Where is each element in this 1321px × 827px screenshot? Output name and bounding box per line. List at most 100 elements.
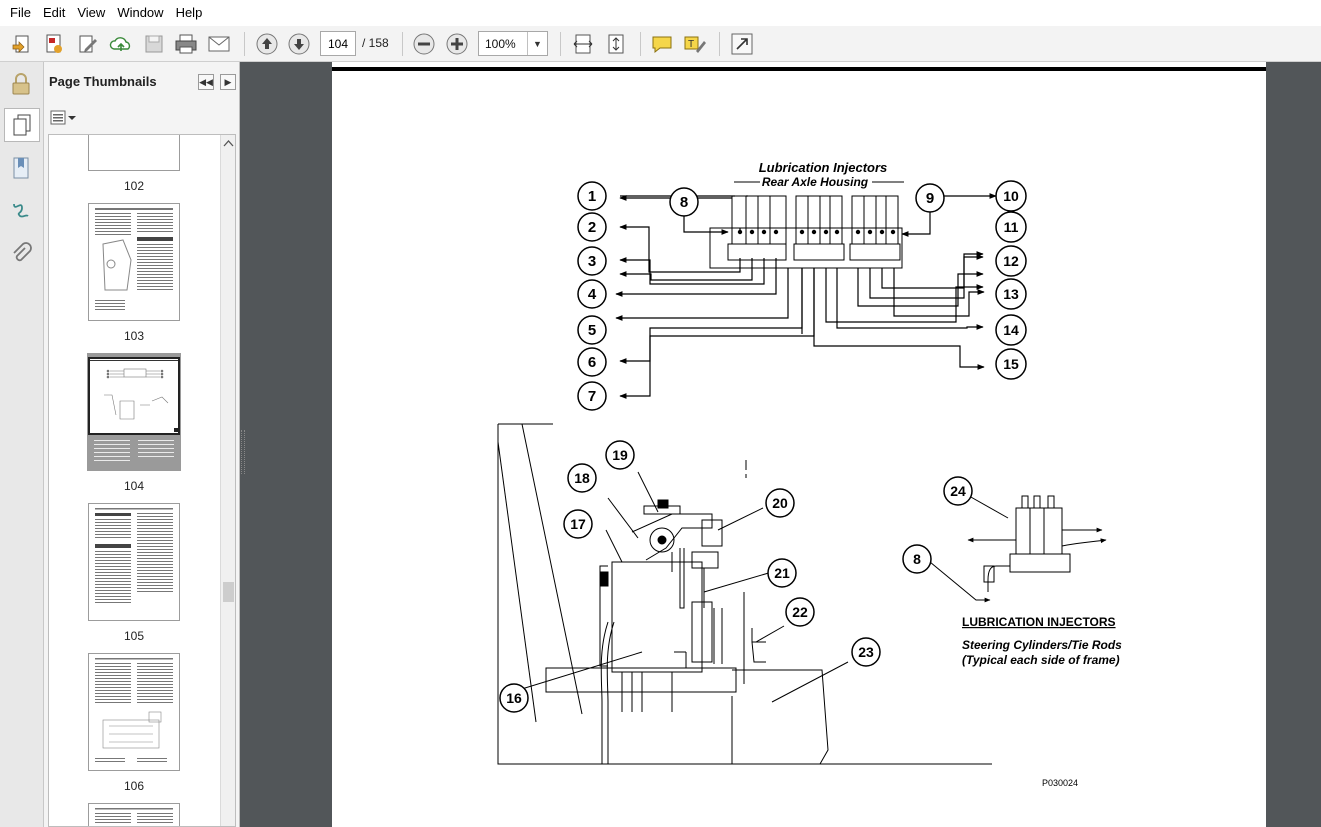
zoom-out-button[interactable]	[410, 30, 438, 58]
injector-caption-line1: Steering Cylinders/Tie Rods	[962, 638, 1122, 652]
fit-page-button[interactable]	[602, 30, 630, 58]
thumbnail-page[interactable]	[88, 503, 180, 621]
collapse-panel-button[interactable]: ◀◀	[198, 74, 214, 90]
bookmarks-button[interactable]	[6, 152, 36, 184]
callout-circle	[915, 183, 945, 213]
page-preview	[95, 208, 173, 310]
navigation-rail	[0, 62, 44, 827]
thumbnail-label: 104	[123, 479, 145, 493]
callout-number: 8	[680, 194, 688, 211]
page-preview	[95, 808, 173, 823]
callout-circle	[577, 181, 607, 211]
callout-number: 7	[588, 388, 596, 405]
zoom-select[interactable]: 100% ▼	[478, 31, 548, 56]
page-preview	[95, 658, 173, 762]
callout-circle	[995, 180, 1027, 212]
thumbnail-page[interactable]	[88, 653, 180, 771]
callout-number: 20	[772, 495, 788, 511]
attachments-button[interactable]	[6, 237, 36, 269]
create-pdf-button[interactable]	[40, 30, 68, 58]
callout-circle	[995, 278, 1027, 310]
create-pdf-icon	[46, 34, 62, 53]
highlight-text-icon: T	[684, 36, 706, 53]
arrow-down-icon	[288, 33, 310, 55]
thumbnail-options-button[interactable]	[50, 110, 78, 128]
print-icon	[175, 34, 197, 54]
fullscreen-button[interactable]	[728, 30, 756, 58]
callouts-lower: 16 17 18 19 20 21 22 23	[499, 440, 881, 713]
callouts-right: 10 11 12 13 14 15	[995, 180, 1027, 380]
chevron-down-icon[interactable]: ▼	[527, 32, 547, 55]
next-page-button[interactable]	[285, 30, 313, 58]
thumbnail-scrollbar[interactable]	[220, 135, 235, 826]
thumbnail-page[interactable]	[88, 803, 180, 826]
thumbnail-label: 106	[123, 779, 145, 793]
callout-number: 13	[1003, 286, 1019, 302]
pages-icon	[13, 114, 31, 136]
callout-circle	[577, 279, 607, 309]
injector-block	[709, 195, 903, 269]
open-file-button[interactable]	[8, 30, 36, 58]
menu-window[interactable]: Window	[117, 5, 164, 20]
fit-width-button[interactable]	[569, 30, 597, 58]
scroll-up-icon[interactable]	[223, 139, 234, 147]
callout-circle	[567, 463, 597, 493]
email-button[interactable]	[205, 30, 233, 58]
highlight-button[interactable]: T	[681, 30, 709, 58]
panel-menu-button[interactable]: ▶	[220, 74, 236, 90]
previous-page-button[interactable]	[253, 30, 281, 58]
edit-icon	[79, 35, 97, 53]
callout-circle	[765, 488, 795, 518]
thumbnail-label: 105	[123, 629, 145, 643]
callout-number: 8	[913, 551, 921, 567]
routing-lines	[616, 193, 997, 399]
open-file-icon	[12, 35, 29, 53]
callout-circle	[577, 381, 607, 411]
print-button[interactable]	[172, 30, 200, 58]
page-preview	[95, 508, 173, 603]
callouts-top: 8 9	[669, 183, 945, 217]
callout-circle	[577, 347, 607, 377]
thumbnail-label: 103	[123, 329, 145, 343]
callout-circle	[995, 348, 1027, 380]
injector-heading: LUBRICATION INJECTORS	[962, 615, 1116, 629]
email-icon	[208, 36, 230, 52]
callout-number: 12	[1003, 253, 1019, 269]
minus-circle-icon	[413, 33, 435, 55]
paperclip-icon	[13, 242, 32, 262]
edit-pdf-button[interactable]	[74, 30, 102, 58]
page-preview	[90, 360, 178, 432]
panel-title: Page Thumbnails	[49, 74, 157, 89]
fit-page-icon	[608, 34, 624, 54]
upload-button[interactable]	[107, 30, 135, 58]
menu-file[interactable]: File	[10, 5, 31, 20]
menu-edit[interactable]: Edit	[42, 5, 66, 20]
thumbnail-page[interactable]	[88, 135, 180, 171]
signatures-button[interactable]	[6, 194, 36, 226]
svg-text:T: T	[688, 39, 694, 50]
callout-circle	[577, 212, 607, 242]
callout-number: 22	[792, 604, 808, 620]
zoom-in-button[interactable]	[443, 30, 471, 58]
diagram-subtitle: Rear Axle Housing	[762, 175, 869, 189]
callout-number: 2	[588, 219, 596, 236]
page-number-input[interactable]	[320, 31, 356, 56]
thumbnail-list[interactable]: 102	[48, 134, 236, 827]
page-thumbnails-button[interactable]	[4, 108, 40, 142]
toolbar-separator	[402, 32, 403, 56]
comment-button[interactable]	[648, 30, 676, 58]
scrollbar-thumb[interactable]	[223, 582, 234, 602]
security-button[interactable]	[6, 68, 36, 100]
callout-number: 23	[858, 644, 874, 660]
callout-number: 15	[1003, 356, 1019, 372]
save-button[interactable]	[140, 30, 168, 58]
steering-injector-drawing	[929, 491, 1107, 603]
panel-resize-handle[interactable]	[241, 430, 245, 474]
figure-id: P030024	[1042, 778, 1078, 788]
menu-view[interactable]: View	[77, 5, 106, 20]
thumbnail-page-selected-lower	[88, 437, 180, 467]
thumbnail-page-selected[interactable]	[88, 357, 180, 435]
thumbnail-page[interactable]	[88, 203, 180, 321]
menu-help[interactable]: Help	[175, 5, 203, 20]
